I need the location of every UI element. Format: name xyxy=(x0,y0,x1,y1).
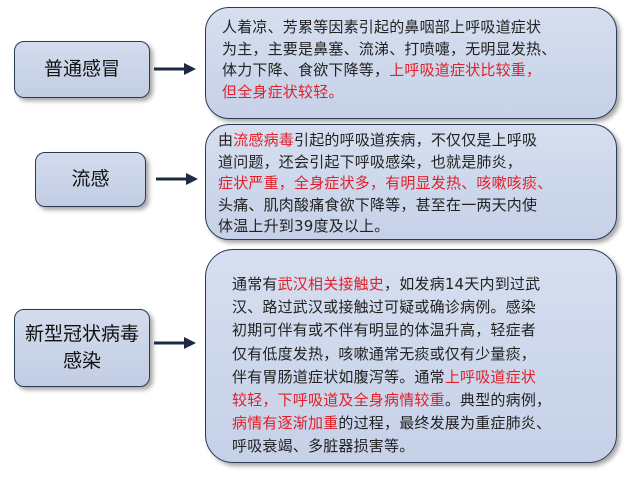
body-text: 头痛、肌肉酸痛食欲下降等，甚至在一两天内使 xyxy=(218,195,538,214)
highlight-text: 但全身症状较轻。 xyxy=(222,82,344,101)
body-text: 初期可伴有或不伴有明显的体温升高，轻症者 xyxy=(232,321,537,340)
desc-line: 体力下降、食欲下降等，上呼吸道症状比较重， xyxy=(222,60,616,82)
highlight-text: 上呼吸道症状比较重， xyxy=(389,61,542,79)
body-text: 呼吸衰竭、多脏器损害等。 xyxy=(232,437,415,456)
desc-line: 病情有逐渐加重的过程，最终发展为重症肺炎、 xyxy=(232,412,616,435)
label-influenza: 流感 xyxy=(35,152,146,207)
desc-line: 由流感病毒引起的呼吸道疾病，不仅仅是上呼吸 xyxy=(218,130,616,152)
body-text: 体力下降、食欲下降等， xyxy=(222,61,390,79)
desc-novel-coronavirus: 通常有武汉相关接触史，如发病14天内到过武汉、路过武汉或接触过可疑或确诊病例。感… xyxy=(205,249,617,463)
desc-line: 初期可伴有或不伴有明显的体温升高，轻症者 xyxy=(232,319,616,342)
label-common-cold: 普通感冒 xyxy=(14,41,150,98)
label-common-cold-text: 普通感冒 xyxy=(43,58,120,80)
body-text: 由 xyxy=(218,131,234,149)
desc-line: 通常有武汉相关接触史，如发病14天内到过武 xyxy=(232,273,616,296)
body-text: 道问题，还会引起下呼吸感染，也就是肺炎， xyxy=(218,152,523,171)
body-text: 伴有胃肠道症状如腹泻等。通常 xyxy=(232,367,445,386)
desc-common-cold: 人着凉、芳累等因素引起的鼻咽部上呼吸道症状为主，主要是鼻塞、流涕、打喷嚏，无明显… xyxy=(205,7,617,119)
highlight-text: 武汉相关接触史 xyxy=(277,275,385,293)
highlight-text: 上呼吸道症状 xyxy=(444,367,537,386)
highlight-text: 病情有逐渐加重 xyxy=(232,414,339,433)
body-text: 的过程，最终发展为重症肺炎、 xyxy=(338,414,552,433)
desc-line: 汉、路过武汉或接触过可疑或确诊病例。感染 xyxy=(232,296,616,319)
highlight-text: 症状严重，全身症状多，有明显发热、咳嗽咳痰、 xyxy=(218,174,553,192)
label-novel-coronavirus-line2: 感染 xyxy=(62,350,101,372)
desc-line: 体温上升到39度及以上。 xyxy=(218,216,616,238)
desc-line: 呼吸衰竭、多脏器损害等。 xyxy=(232,435,616,458)
label-influenza-text: 流感 xyxy=(71,168,110,190)
body-text: 仅有低度发热，咳嗽通常无痰或仅有少量痰， xyxy=(232,344,537,363)
body-text: 通常有 xyxy=(232,275,278,293)
desc-line: 头痛、肌肉酸痛食欲下降等，甚至在一两天内使 xyxy=(218,195,616,217)
desc-line: 为主，主要是鼻塞、流涕、打喷嚏，无明显发热、 xyxy=(222,39,616,61)
arrow-right-icon xyxy=(154,337,196,349)
label-novel-coronavirus: 新型冠状病毒 感染 xyxy=(14,309,150,387)
desc-line: 伴有胃肠道症状如腹泻等。通常上呼吸道症状 xyxy=(232,366,616,389)
desc-line: 人着凉、芳累等因素引起的鼻咽部上呼吸道症状 xyxy=(222,17,616,39)
body-text: 体温上升到39度及以上。 xyxy=(218,217,390,235)
desc-line: 但全身症状较轻。 xyxy=(222,82,616,104)
desc-line: 较轻，下呼吸道及全身病情较重。典型的病例， xyxy=(232,389,616,412)
desc-line: 道问题，还会引起下呼吸感染，也就是肺炎， xyxy=(218,152,616,174)
body-text: ，如发病14天内到过武 xyxy=(384,275,541,293)
body-text: 引起的呼吸道疾病，不仅仅是上呼吸 xyxy=(294,131,538,149)
arrow-right-icon xyxy=(154,63,196,75)
body-text: 人着凉、芳累等因素引起的鼻咽部上呼吸道症状 xyxy=(222,18,542,36)
body-text: 。典型的病例， xyxy=(444,391,552,410)
desc-line: 仅有低度发热，咳嗽通常无痰或仅有少量痰， xyxy=(232,343,616,366)
highlight-text: 流感病毒 xyxy=(233,131,295,149)
highlight-text: 较轻，下呼吸道及全身病情较重 xyxy=(232,391,445,410)
arrow-right-icon xyxy=(156,173,198,185)
label-novel-coronavirus-line1: 新型冠状病毒 xyxy=(24,323,139,345)
desc-line: 症状严重，全身症状多，有明显发热、咳嗽咳痰、 xyxy=(218,173,616,195)
body-text: 为主，主要是鼻塞、流涕、打喷嚏，无明显发热、 xyxy=(222,39,557,58)
body-text: 汉、路过武汉或接触过可疑或确诊病例。感染 xyxy=(232,298,537,317)
desc-influenza: 由流感病毒引起的呼吸道疾病，不仅仅是上呼吸道问题，还会引起下呼吸感染，也就是肺炎… xyxy=(205,124,617,240)
